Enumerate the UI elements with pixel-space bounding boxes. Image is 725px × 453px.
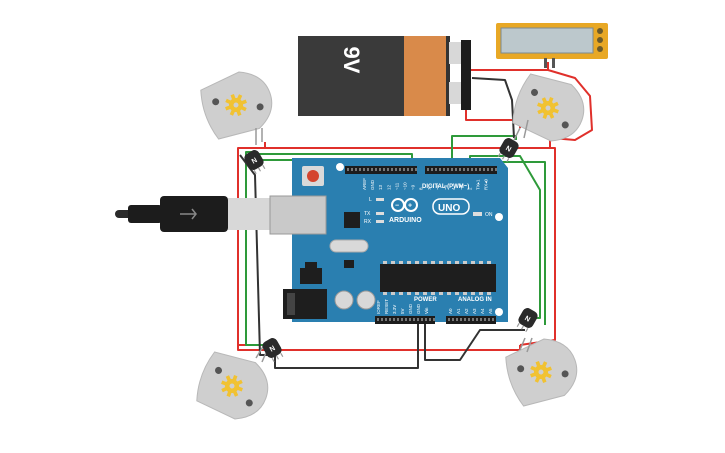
wire-red-battery[interactable] bbox=[470, 62, 593, 141]
power-pin-label-2: 3.3V bbox=[392, 305, 397, 314]
analog-pin-label-1: A1 bbox=[456, 308, 461, 314]
analog-pin-label-0: A0 bbox=[448, 308, 453, 314]
transistor-label: N bbox=[504, 145, 512, 154]
digital-label: DIGITAL (PWM~) bbox=[422, 184, 469, 190]
top-pin-label-2: 13 bbox=[378, 184, 383, 190]
on-label: ON bbox=[485, 212, 493, 218]
uno-label: UNO bbox=[438, 203, 460, 214]
power-pin-label-3: 5V bbox=[400, 308, 405, 314]
power-pin-label-5: GND bbox=[416, 303, 421, 314]
transistor-label: N bbox=[269, 345, 277, 354]
wire-black-gnd2[interactable] bbox=[424, 324, 525, 361]
wire-black-gnd[interactable] bbox=[274, 324, 419, 369]
power-pin-label-6: Vin bbox=[424, 307, 429, 314]
dc-motor-4[interactable] bbox=[501, 331, 585, 411]
motor-lead-3 bbox=[523, 119, 529, 139]
uno-badge bbox=[432, 198, 470, 215]
top-pin-label-8: 7 bbox=[427, 187, 432, 190]
svg-text:+: + bbox=[408, 203, 412, 210]
svg-text:−: − bbox=[395, 203, 399, 210]
top-pin-label-4: ~11 bbox=[394, 182, 399, 190]
npn-transistor-1[interactable]: N bbox=[243, 148, 268, 175]
battery-label: 9V bbox=[339, 47, 364, 74]
wire-black-gnd3[interactable] bbox=[239, 154, 270, 356]
wire-red-top[interactable] bbox=[465, 58, 521, 128]
arduino-logo: − + bbox=[391, 198, 418, 212]
top-pin-label-10: ~5 bbox=[443, 184, 448, 190]
arduino-brand: ARDUINO bbox=[389, 217, 422, 224]
led-label-rx: RX bbox=[364, 219, 372, 225]
top-pin-label-3: 12 bbox=[386, 184, 391, 190]
dc-motor-1[interactable] bbox=[196, 64, 280, 144]
top-pin-label-14: TX▸1 bbox=[475, 179, 480, 190]
gear-icon bbox=[537, 97, 559, 119]
battery-9v[interactable]: 9V bbox=[298, 36, 471, 116]
analog-pin-label-2: A2 bbox=[464, 308, 469, 314]
capacitor-2 bbox=[356, 290, 376, 310]
crystal bbox=[329, 239, 369, 253]
led-label-l: L bbox=[369, 197, 372, 203]
npn-transistor-4[interactable]: N bbox=[515, 306, 540, 333]
dc-motor-2[interactable] bbox=[508, 69, 592, 149]
top-pin-label-11: 4 bbox=[451, 187, 456, 190]
motor-lead-7 bbox=[526, 337, 533, 353]
motor-lead-2 bbox=[513, 127, 521, 141]
analog-pin-label-4: A4 bbox=[480, 308, 485, 314]
npn-transistor-3[interactable]: N bbox=[261, 336, 286, 363]
wire-black-battery[interactable] bbox=[471, 77, 515, 139]
top-pin-label-6: ~9 bbox=[411, 184, 416, 190]
lcd-display[interactable] bbox=[496, 23, 608, 68]
wire-red-loop[interactable] bbox=[237, 138, 556, 351]
transistor-label: N bbox=[523, 315, 531, 324]
analog-pin-label-3: A3 bbox=[472, 308, 477, 314]
transistor-label: N bbox=[251, 157, 259, 166]
top-pin-label-5: ~10 bbox=[403, 182, 408, 190]
power-pin-label-4: GND bbox=[408, 303, 413, 314]
analog-pin-label-5: A5 bbox=[488, 308, 493, 314]
power-pin-label-1: RESET bbox=[384, 299, 389, 314]
wire-green-right[interactable] bbox=[451, 135, 517, 166]
analog-header bbox=[446, 316, 496, 324]
dc-motor-3[interactable] bbox=[192, 347, 276, 427]
top-pin-label-9: ~6 bbox=[435, 184, 440, 190]
top-pin-label-12: ~3 bbox=[459, 184, 464, 190]
top-pin-label-0: AREF bbox=[362, 178, 367, 190]
usb-port bbox=[269, 195, 327, 235]
wire-green-right2[interactable] bbox=[469, 155, 541, 319]
motor-lead-6 bbox=[519, 337, 526, 351]
top-pin-label-1: GND bbox=[370, 179, 375, 190]
top-pin-label-15: RX◂0 bbox=[484, 178, 489, 190]
gear-icon bbox=[530, 361, 552, 383]
power-label: POWER bbox=[414, 297, 437, 303]
top-pin-label-13: 2 bbox=[467, 187, 472, 190]
atmega-chip bbox=[380, 264, 496, 292]
capacitor-1 bbox=[334, 290, 354, 310]
led-label-tx: TX bbox=[364, 211, 371, 217]
npn-transistor-2[interactable]: N bbox=[496, 136, 521, 163]
top-pin-label-7: 8 bbox=[419, 187, 424, 190]
gear-icon bbox=[225, 94, 247, 116]
gear-icon bbox=[221, 375, 243, 397]
usb-cable[interactable] bbox=[115, 196, 270, 232]
usb-chip bbox=[344, 212, 360, 228]
power-pin-label-0: IOREF bbox=[376, 300, 381, 314]
analog-label: ANALOG IN bbox=[458, 297, 492, 303]
